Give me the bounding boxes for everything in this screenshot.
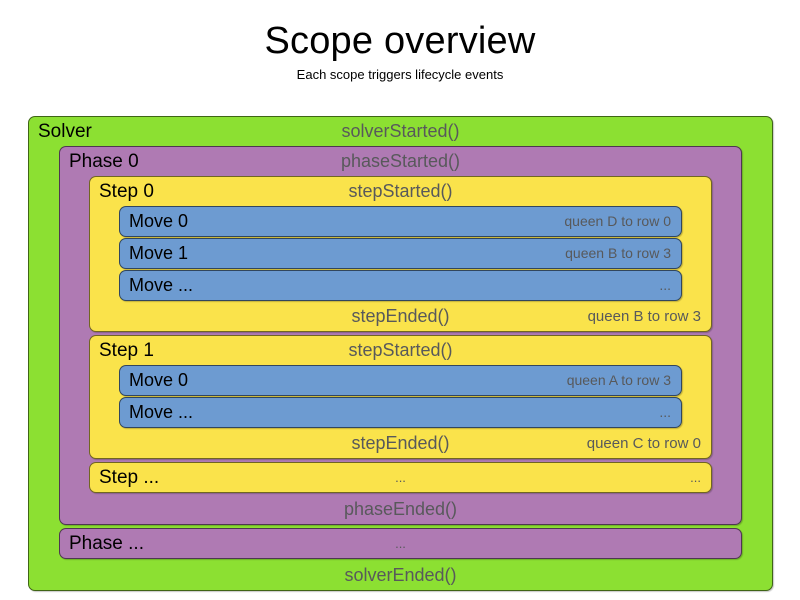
move-name: Move ... bbox=[129, 275, 194, 295]
step-ended-detail: queen C to row 0 bbox=[586, 435, 701, 452]
move-scope[interactable]: Move 0 queen D to row 0 bbox=[119, 206, 682, 237]
solver-footer-row: solverEnded() bbox=[29, 561, 772, 590]
move-row: Move ... ... bbox=[120, 271, 681, 300]
move-detail: queen A to row 3 bbox=[566, 372, 671, 388]
step-ellipsis-event: ... bbox=[395, 470, 406, 485]
page-subtitle: Each scope triggers lifecycle events bbox=[296, 66, 504, 82]
step-name: Step ... bbox=[99, 467, 160, 488]
solver-started-event: solverStarted() bbox=[341, 121, 460, 141]
step-scope-ellipsis[interactable]: Step ... ... ... bbox=[89, 462, 712, 493]
phase-scope-ellipsis[interactable]: Phase ... ... bbox=[59, 528, 742, 559]
step-started-event: stepStarted() bbox=[348, 181, 453, 201]
step-body: Move 0 queen A to row 3 Move ... ... bbox=[90, 365, 711, 428]
step-started-event: stepStarted() bbox=[348, 340, 453, 360]
move-row: Move 0 queen D to row 0 bbox=[120, 207, 681, 236]
move-scope-ellipsis[interactable]: Move ... ... bbox=[119, 397, 682, 428]
title-block: Scope overview Each scope triggers lifec… bbox=[0, 0, 800, 82]
move-name: Move 0 bbox=[129, 370, 189, 390]
solver-name: Solver bbox=[38, 121, 92, 142]
phase-ellipsis-event: ... bbox=[395, 536, 406, 551]
move-scope[interactable]: Move 0 queen A to row 3 bbox=[119, 365, 682, 396]
solver-body: Phase 0 phaseStarted() Step 0 stepStarte… bbox=[29, 146, 772, 561]
step-ended-event: stepEnded() bbox=[351, 306, 450, 326]
step-header-row: Step 0 stepStarted() bbox=[90, 177, 711, 206]
step-name: Step 0 bbox=[99, 181, 154, 202]
step-footer-row: stepEnded() queen B to row 3 bbox=[90, 302, 711, 331]
solver-scope[interactable]: Solver solverStarted() Phase 0 phaseStar… bbox=[28, 116, 773, 591]
phase-ended-event: phaseEnded() bbox=[343, 499, 458, 519]
step-name: Step 1 bbox=[99, 340, 154, 361]
move-scope[interactable]: Move 1 queen B to row 3 bbox=[119, 238, 682, 269]
phase-footer-row: phaseEnded() bbox=[60, 495, 741, 524]
move-scope-ellipsis[interactable]: Move ... ... bbox=[119, 270, 682, 301]
step-body: Move 0 queen D to row 0 Move 1 queen B t… bbox=[90, 206, 711, 301]
phase-body: Step 0 stepStarted() Move 0 queen D to r… bbox=[60, 176, 741, 495]
phase-header-row: Phase 0 phaseStarted() bbox=[60, 147, 741, 176]
move-row: Move 1 queen B to row 3 bbox=[120, 239, 681, 268]
step-ellipsis-detail: ... bbox=[690, 470, 701, 485]
step-ended-detail: queen B to row 3 bbox=[587, 308, 701, 325]
move-detail: queen D to row 0 bbox=[564, 213, 671, 229]
page-title: Scope overview bbox=[264, 20, 536, 62]
move-detail: ... bbox=[659, 404, 671, 420]
step-ellipsis-row: Step ... ... ... bbox=[90, 463, 711, 492]
move-detail: ... bbox=[659, 277, 671, 293]
move-name: Move ... bbox=[129, 402, 194, 422]
move-detail: queen B to row 3 bbox=[565, 245, 671, 261]
move-row: Move ... ... bbox=[120, 398, 681, 427]
phase-name: Phase ... bbox=[69, 533, 144, 554]
solver-ended-event: solverEnded() bbox=[344, 565, 457, 585]
phase-scope[interactable]: Phase 0 phaseStarted() Step 0 stepStarte… bbox=[59, 146, 742, 525]
phase-name: Phase 0 bbox=[69, 151, 139, 172]
phase-started-event: phaseStarted() bbox=[340, 151, 461, 171]
solver-header-row: Solver solverStarted() bbox=[29, 117, 772, 146]
move-name: Move 1 bbox=[129, 243, 189, 263]
step-scope[interactable]: Step 1 stepStarted() Move 0 queen A to r… bbox=[89, 335, 712, 459]
move-row: Move 0 queen A to row 3 bbox=[120, 366, 681, 395]
step-scope[interactable]: Step 0 stepStarted() Move 0 queen D to r… bbox=[89, 176, 712, 332]
step-ended-event: stepEnded() bbox=[351, 433, 450, 453]
phase-ellipsis-row: Phase ... ... bbox=[60, 529, 741, 558]
step-header-row: Step 1 stepStarted() bbox=[90, 336, 711, 365]
step-footer-row: stepEnded() queen C to row 0 bbox=[90, 429, 711, 458]
move-name: Move 0 bbox=[129, 211, 189, 231]
